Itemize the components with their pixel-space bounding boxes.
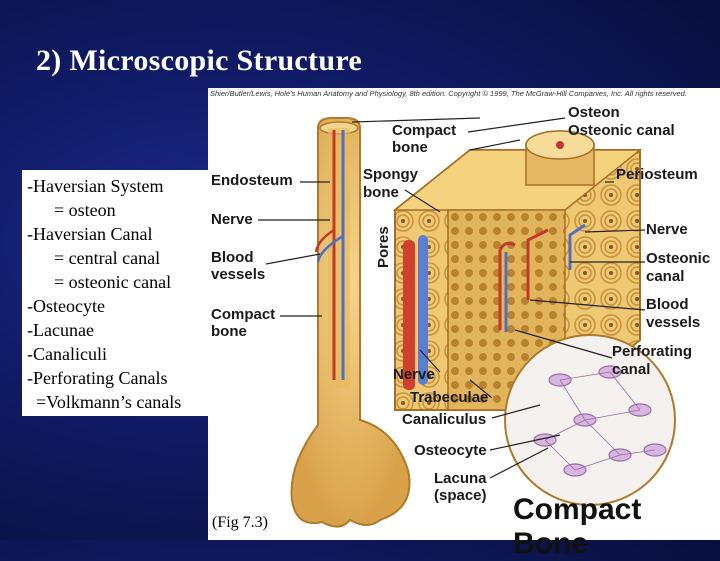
bone-diagram-illustration (258, 117, 676, 528)
label-osteonic-canal-right: Osteonic (646, 250, 711, 267)
note-line: -Perforating Canals (27, 368, 168, 388)
label-endosteum: Endosteum (211, 172, 293, 189)
label-nerve-bottom: Nerve (393, 366, 435, 383)
label-blood-vessels-left: Blood (211, 249, 254, 266)
slide-title: 2) Microscopic Structure (36, 44, 363, 77)
label-osteocyte: Osteocyte (414, 442, 487, 459)
note-line: =Volkmann’s canals (27, 392, 182, 412)
note-line: = osteonic canal (27, 272, 172, 292)
leader-lines (258, 117, 646, 479)
note-line: -Haversian Canal (27, 224, 153, 244)
label-osteon: Osteon (568, 104, 620, 121)
compact-bone-heading: Compact Bone (513, 493, 642, 560)
label-compact-bone-top-2: bone (392, 139, 428, 156)
note-line: = central canal (27, 248, 161, 268)
label-trabeculae: Trabeculae (410, 389, 489, 406)
label-spongy-bone: Spongy (363, 166, 418, 183)
label-blood-vessels-left-2: vessels (211, 266, 266, 283)
label-pores: Pores (375, 226, 392, 268)
note-line: -Osteocyte (27, 296, 105, 316)
label-spongy-bone-2: bone (363, 184, 399, 201)
note-line: = osteon (27, 200, 116, 220)
label-blood-vessels-right: Blood (646, 296, 689, 313)
label-nerve-right: Nerve (646, 221, 688, 238)
label-perforating-canal: Perforating (612, 343, 693, 360)
label-osteonic-canal-right-2: canal (646, 268, 685, 285)
label-perforating-canal-2: canal (612, 361, 651, 378)
notes-box: -Haversian System = osteon -Haversian Ca… (22, 170, 208, 416)
figure-credit: Shier/Butler/Lewis, Hole's Human Anatomy… (210, 89, 687, 98)
label-canaliculus: Canaliculus (402, 411, 487, 428)
label-nerve-left: Nerve (211, 211, 253, 228)
label-lacuna: Lacuna (434, 470, 487, 487)
note-line: -Haversian System (27, 176, 164, 196)
label-periosteum: Periosteum (616, 166, 698, 183)
label-compact-bone-top: Compact (392, 122, 457, 139)
figure-reference: (Fig 7.3) (212, 514, 268, 531)
note-line: -Lacunae (27, 320, 94, 340)
label-blood-vessels-right-2: vessels (646, 314, 701, 331)
label-osteonic-canal: Osteonic canal (568, 122, 675, 139)
label-compact-bone-left: Compact (211, 306, 276, 323)
label-compact-bone-left-2: bone (211, 323, 247, 340)
osteocyte-magnified-view (504, 334, 676, 506)
label-lacuna-2: (space) (434, 487, 487, 504)
note-line: -Canaliculi (27, 344, 107, 364)
